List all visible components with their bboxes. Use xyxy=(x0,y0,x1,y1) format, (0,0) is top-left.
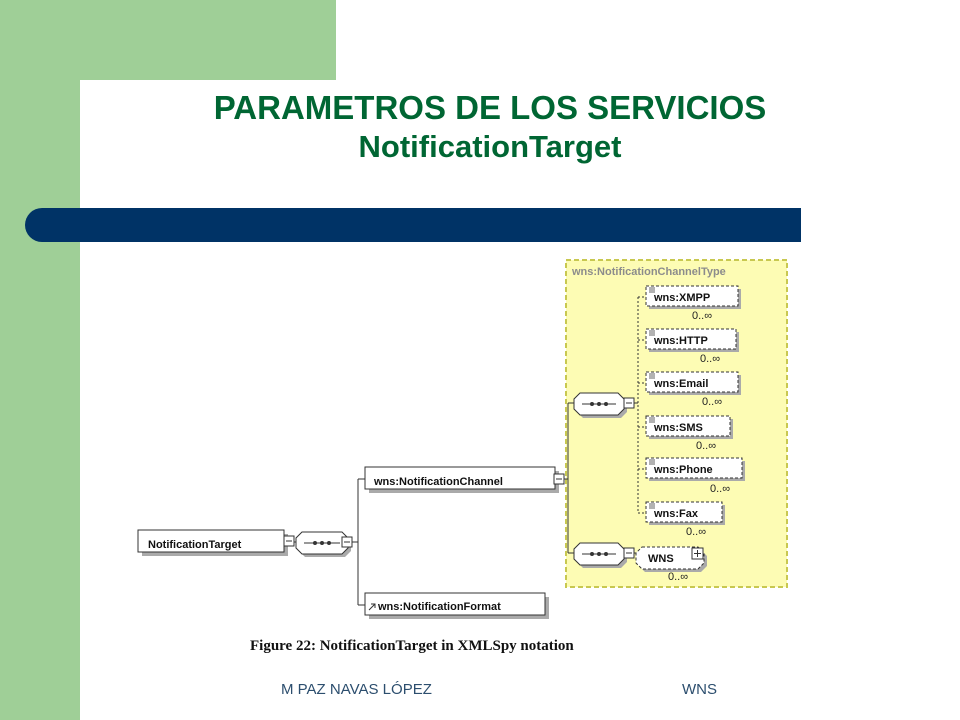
figure-caption: Figure 22: NotificationTarget in XMLSpy … xyxy=(250,638,574,654)
channel-item-sms: wns:SMS 0..∞ xyxy=(645,415,733,452)
channel-item-phone: wns:Phone 0..∞ xyxy=(645,457,745,495)
notification-format-label: wns:NotificationFormat xyxy=(377,601,501,613)
channel-item-email: wns:Email 0..∞ xyxy=(645,371,741,408)
channel-item-label: wns:XMPP xyxy=(653,292,710,304)
slide-title: PARAMETROS DE LOS SERVICIOS Notification… xyxy=(90,88,890,166)
cardinality-label: 0..∞ xyxy=(668,571,688,583)
wns-node: WNS 0..∞ xyxy=(635,546,707,583)
top-green-band xyxy=(80,0,336,80)
notification-channel-node: wns:NotificationChannel xyxy=(364,466,565,493)
channel-item-xmpp: wns:XMPP 0..∞ xyxy=(645,285,741,322)
channel-item-label: wns:HTTP xyxy=(653,335,708,347)
title-line-2: NotificationTarget xyxy=(358,129,622,164)
cardinality-label: 0..∞ xyxy=(710,483,730,495)
notification-channel-label: wns:NotificationChannel xyxy=(373,476,503,488)
left-green-band xyxy=(0,0,80,720)
reference-arrow-icon xyxy=(368,603,376,611)
cardinality-label: 0..∞ xyxy=(700,353,720,365)
footer-author: M PAZ NAVAS LÓPEZ xyxy=(281,681,432,698)
sequence-compositor xyxy=(573,392,635,418)
channel-item-label: wns:Email xyxy=(653,378,708,390)
diagram-svg: wns:NotificationChannelType Notification… xyxy=(137,259,788,619)
channel-item-label: wns:Fax xyxy=(653,508,699,520)
root-node: NotificationTarget xyxy=(137,529,295,556)
title-line-1: PARAMETROS DE LOS SERVICIOS xyxy=(213,89,767,126)
channel-item-fax: wns:Fax 0..∞ xyxy=(645,501,725,538)
cardinality-label: 0..∞ xyxy=(686,526,706,538)
channel-item-http: wns:HTTP 0..∞ xyxy=(645,328,739,365)
cardinality-label: 0..∞ xyxy=(696,440,716,452)
cardinality-label: 0..∞ xyxy=(702,396,722,408)
sequence-compositor xyxy=(295,531,353,557)
wns-label: WNS xyxy=(648,553,674,565)
channel-type-label: wns:NotificationChannelType xyxy=(571,266,726,278)
xmlspy-diagram: wns:NotificationChannelType Notification… xyxy=(130,255,800,665)
cardinality-label: 0..∞ xyxy=(692,310,712,322)
notification-format-node: wns:NotificationFormat xyxy=(364,592,549,619)
title-underline-bar xyxy=(25,208,801,242)
channel-item-label: wns:SMS xyxy=(653,422,703,434)
footer-project: WNS xyxy=(682,681,717,698)
sequence-compositor xyxy=(573,542,635,568)
channel-item-label: wns:Phone xyxy=(653,464,713,476)
root-node-label: NotificationTarget xyxy=(148,539,242,551)
